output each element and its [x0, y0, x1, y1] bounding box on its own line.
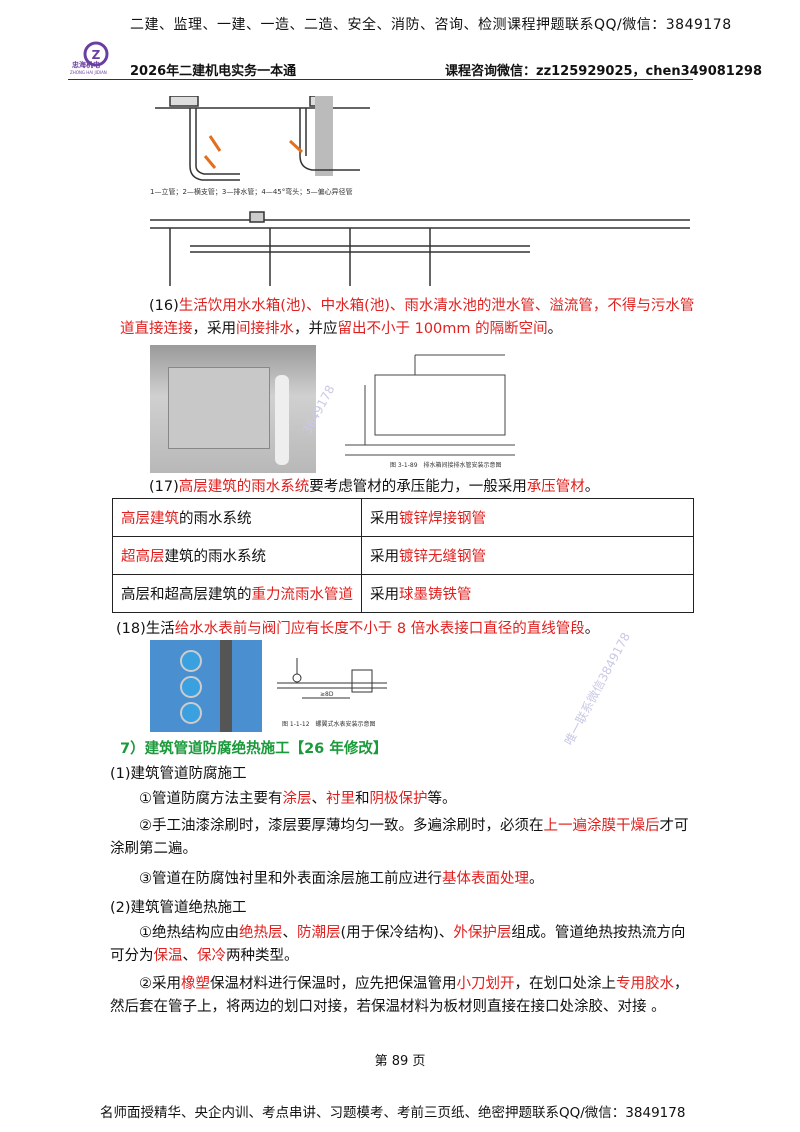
water-meter-photo	[150, 640, 262, 732]
subsection-1-title: (1)建筑管道防腐施工	[110, 766, 247, 782]
drainage-pipe-figure: 1—立管；2—横支管；3—排水管；4—45°弯头；5—偏心异径管	[150, 96, 690, 286]
contact-info: 课程咨询微信：zz125929025，chen349081298	[445, 64, 762, 79]
s2-item-2: ②采用橡塑保温材料进行保温时，应先把保温管用小刀划开，在划口处涂上专用胶水，然后…	[110, 976, 689, 1015]
s1-item-3: ③管道在防腐蚀衬里和外表面涂层施工前应进行基体表面处理。	[139, 871, 544, 887]
subsection-2-title: (2)建筑管道绝热施工	[110, 900, 247, 916]
logo-subtext: ZHONG HAI JIDIAN	[70, 70, 107, 75]
s1-item-1: ①管道防腐方法主要有涂层、衬里和阴极保护等。	[139, 791, 457, 807]
footer-banner: 名师面授精华、央企内训、考点串讲、习题模考、考前三页纸、绝密押题联系QQ/微信：…	[100, 1105, 686, 1121]
water-meter-diagram: ≥8D 图 1-1-12 螺翼式水表安装示意图	[277, 658, 387, 728]
table-row: 高层和超高层建筑的重力流雨水管道 采用球墨铸铁管	[112, 574, 694, 613]
paragraph-16: (16)生活饮用水水箱(池)、中水箱(池)、雨水清水池的泄水管、溢流管，不得与污…	[120, 298, 695, 337]
s1-item-2: ②手工油漆涂刷时，漆层要厚薄均匀一致。多遍涂刷时，必须在上一遍涂膜干燥后才可涂刷…	[110, 818, 689, 857]
s2-item-1: ①绝热结构应由绝热层、防潮层(用于保冷结构)、外保护层组成。管道绝热按热流方向可…	[110, 925, 686, 964]
page-number: 第 89 页	[374, 1054, 426, 1069]
watermark: 唯一联系微信3849178	[561, 630, 634, 748]
company-logo: Z	[83, 41, 109, 67]
svg-text:≥8D: ≥8D	[320, 691, 334, 698]
paragraph-18: (18)生活给水水表前与阀门应有长度不小于 8 倍水表接口直径的直线管段。	[116, 621, 600, 637]
svg-text:图 3-1-89 排水箱间接排水管安装示意图: 图 3-1-89 排水箱间接排水管安装示意图	[390, 461, 502, 469]
logo-text: 忠海机电	[72, 61, 100, 69]
table-row: 超高层建筑的雨水系统 采用镀锌无缝钢管	[112, 536, 694, 575]
svg-text:图 1-1-12 螺翼式水表安装示意图: 图 1-1-12 螺翼式水表安装示意图	[282, 720, 376, 728]
paragraph-17: (17)高层建筑的雨水系统要考虑管材的承压能力，一般采用承压管材。	[149, 479, 600, 495]
water-tank-photo	[150, 345, 316, 473]
tank-drainage-diagram: 图 3-1-89 排水箱间接排水管安装示意图	[345, 354, 515, 469]
table-row: 高层建筑的雨水系统 采用镀锌焊接钢管	[112, 498, 694, 537]
svg-text:Z: Z	[92, 48, 101, 62]
section-7-heading: 7）建筑管道防腐绝热施工【26 年修改】	[120, 741, 388, 757]
figure-caption: 1—立管；2—横支管；3—排水管；4—45°弯头；5—偏心异径管	[150, 187, 353, 196]
rain-pipe-table: 高层建筑的雨水系统 采用镀锌焊接钢管 超高层建筑的雨水系统 采用镀锌无缝钢管 高…	[112, 498, 694, 613]
book-title: 2026年二建机电实务一本通	[130, 64, 297, 79]
top-banner: 二建、监理、一建、一造、二造、安全、消防、咨询、检测课程押题联系QQ/微信：38…	[130, 17, 732, 33]
header-rule	[68, 79, 693, 80]
